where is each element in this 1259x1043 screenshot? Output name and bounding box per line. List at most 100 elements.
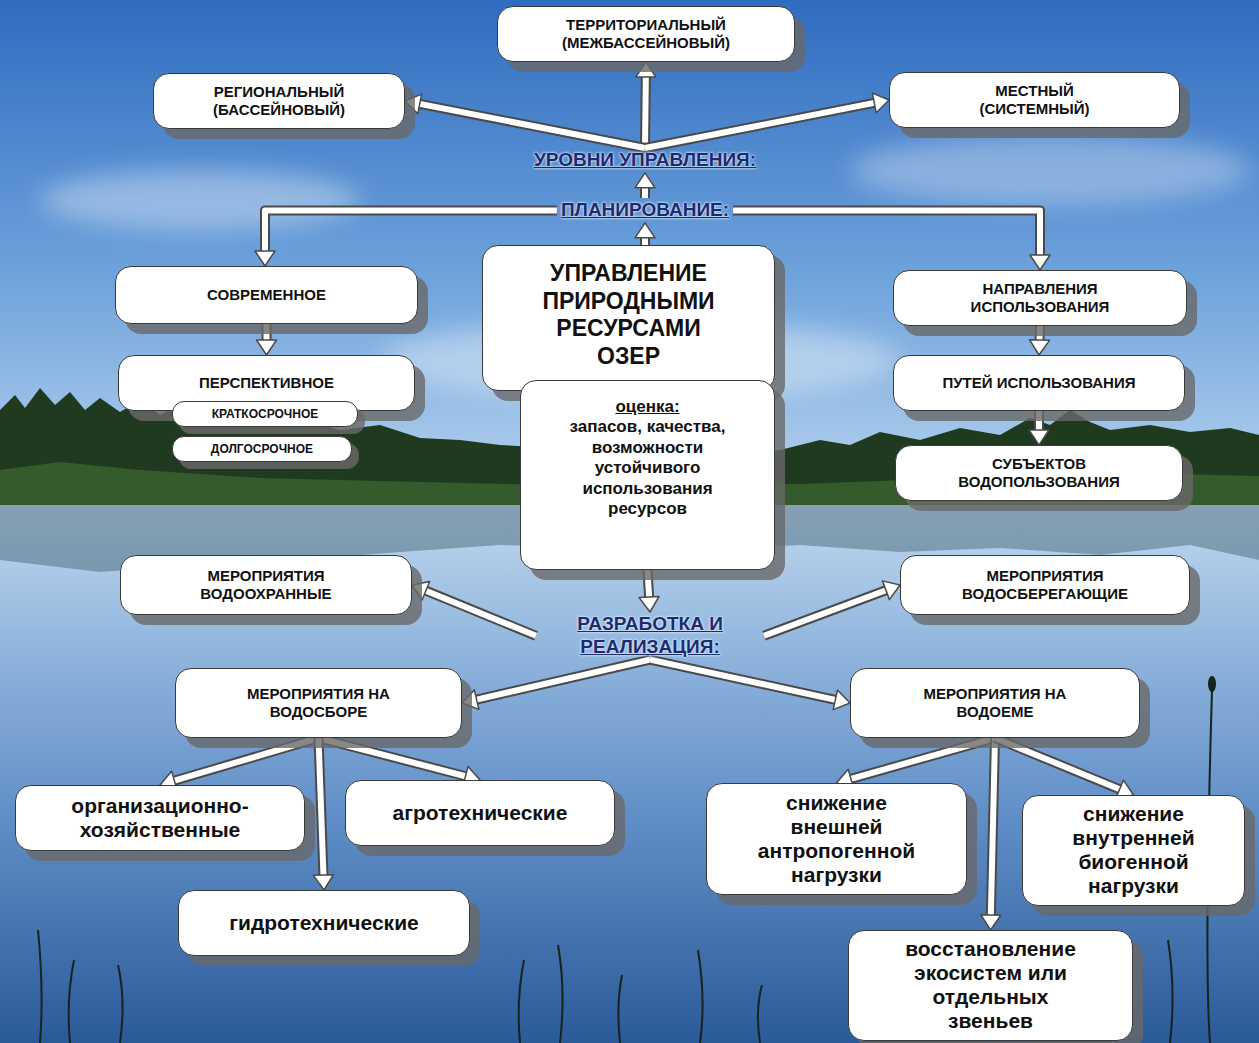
level-box: МЕСТНЫЙ (СИСТЕМНЫЙ) [889,72,1180,128]
arrow-head [313,875,333,890]
assessment-box: оценка:запасов, качества, возможности ус… [520,380,775,570]
planning-box: СУБЪЕКТОВ ВОДОПОЛЬЗОВАНИЯ [895,445,1183,501]
hollow-arrow [764,581,900,636]
arrow-head [981,915,1001,930]
reed [69,960,74,1043]
node-text: СОВРЕМЕННОЕ [207,286,326,304]
arrow-body [851,738,995,779]
node-text: агротехнические [393,801,568,825]
node-text: МЕРОПРИЯТИЯ ВОДООХРАННЫЕ [166,567,366,603]
reed [1168,940,1173,1043]
arrow-body [995,738,1120,789]
arrow-outline [991,738,995,915]
planning-box: НАПРАВЛЕНИЯ ИСПОЛЬЗОВАНИЯ [893,270,1187,326]
level-box: ТЕРРИТОРИАЛЬНЫЙ (МЕЖБАССЕЙНОВЫЙ) [497,6,795,62]
hollow-arrow [733,210,1050,270]
level-box: РЕГИОНАЛЬНЫЙ (БАССЕЙНОВЫЙ) [153,73,405,129]
arrow-body [420,104,645,148]
arrow-outline [648,570,650,597]
arrow-head [833,690,850,710]
hollow-arrow [412,581,536,635]
arrow-outline [733,210,1040,255]
reed [618,975,622,1043]
arrow-body [319,738,466,776]
arrow-outline [477,660,650,700]
arrow-body [642,188,648,198]
reed [38,930,42,1043]
node-text: ПУТЕЙ ИСПОЛЬЗОВАНИЯ [942,374,1135,392]
node-text: КРАТКОСРОЧНОЕ [212,407,319,421]
hollow-arrow [639,570,659,612]
term-box: ДОЛГОСРОЧНОЕ [172,436,352,462]
arrow-body [764,590,886,636]
node-text: гидротехнические [229,911,418,935]
arrow-head [412,581,430,600]
arrow-outline [851,738,995,779]
arrow-outline [319,738,324,875]
hollow-arrow [837,738,996,789]
action-box: снижение внешней антропогенной нагрузки [706,783,967,895]
arrow-head [882,581,900,600]
arrow-body [319,738,324,875]
arrow-outline [650,660,835,700]
arrow-body [1037,326,1043,340]
arrow-head [1030,340,1050,355]
arrow-outline [995,738,1120,789]
arrow-body [1036,411,1042,430]
reed [558,945,563,1043]
reed [519,960,524,1043]
node-text: НАПРАВЛЕНИЯ ИСПОЛЬЗОВАНИЯ [940,280,1140,316]
arrow-head [639,596,659,612]
hollow-arrow [257,324,277,355]
action-box: организационно-хозяйственные [15,785,305,851]
arrow-head [1030,255,1050,270]
arrow-outline [174,738,318,781]
node-text: МЕРОПРИЯТИЯ НА ВОДОЕМЕ [923,685,1068,721]
arrow-outline [1034,411,1044,430]
arrow-outline [640,188,650,198]
arrow-body [642,238,648,245]
node-text: РАЗРАБОТКА И РЕАЛИЗАЦИЯ: [540,613,760,659]
arrow-head [405,94,422,114]
node-text: ДОЛГОСРОЧНОЕ [211,442,313,456]
arrow-body [645,103,874,148]
measure-box: МЕРОПРИЯТИЯ НА ВОДОЕМЕ [850,668,1140,738]
action-box: гидротехнические [178,890,470,956]
node-text: ПЕРСПЕКТИВНОЕ [199,374,334,392]
arrow-body [477,660,650,700]
node-text: РЕГИОНАЛЬНЫЙ (БАССЕЙНОВЫЙ) [179,83,379,119]
hollow-arrow [635,223,655,245]
arrow-head [462,690,479,709]
arrow-head [635,223,655,238]
action-box: снижение внутренней биогенной нагрузки [1022,795,1245,906]
hollow-arrow [981,738,1001,930]
arrow-outline [640,238,650,245]
arrow-outline [764,590,886,636]
node-text: восстановление экосистем или отдельных з… [901,937,1081,1034]
water [0,500,1259,1043]
arrow-body [733,210,1040,255]
node-text: УРОВНИ УПРАВЛЕНИЯ: [534,149,756,172]
arrow-outline [426,591,536,636]
central-box: УПРАВЛЕНИЕ ПРИРОДНЫМИ РЕСУРСАМИ ОЗЕР [482,245,775,391]
hollow-arrow [645,93,889,148]
reed-head [1208,676,1216,692]
arrow-outline [262,324,272,340]
hollow-arrow [160,738,319,790]
arrow-body [991,738,995,915]
arrow-outline [319,738,466,776]
arrow-outline [645,103,874,148]
measure-box: МЕРОПРИЯТИЯ ВОДООХРАННЫЕ [120,555,412,615]
hollow-arrow [1030,326,1050,355]
node-text: МЕСТНЫЙ (СИСТЕМНЫЙ) [960,82,1110,118]
node-text: снижение внутренней биогенной нагрузки [1064,802,1204,899]
action-box: восстановление экосистем или отдельных з… [848,930,1133,1041]
arrow-head [257,340,277,355]
node-text: СУБЪЕКТОВ ВОДОПОЛЬЗОВАНИЯ [939,455,1139,491]
measure-box: МЕРОПРИЯТИЯ ВОДОСБЕРЕГАЮЩИЕ [900,555,1190,615]
node-text: ПЛАНИРОВАНИЕ: [561,199,729,222]
section-heading: УРОВНИ УПРАВЛЕНИЯ: [530,148,760,173]
planning-box: ПУТЕЙ ИСПОЛЬЗОВАНИЯ [893,355,1185,411]
hollow-arrow [650,660,850,710]
section-heading: РАЗРАБОТКА И РЕАЛИЗАЦИЯ: [536,612,764,660]
